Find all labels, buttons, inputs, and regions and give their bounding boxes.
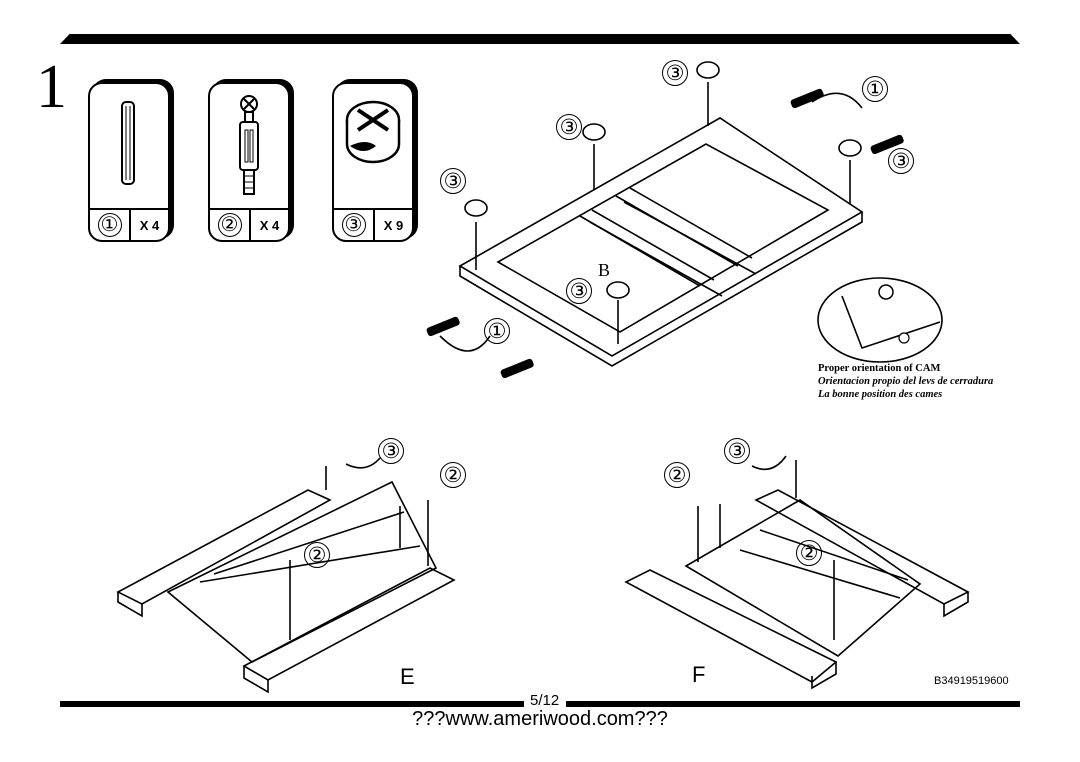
part-qty: X 9 (383, 217, 404, 233)
cam-note-fr: La bonne position des cames (818, 389, 943, 400)
callout-cam: ③ (378, 438, 404, 464)
callout-cam: ③ (724, 438, 750, 464)
part-qty: X 4 (259, 217, 280, 233)
assembly-label-f: F (692, 662, 706, 687)
label-b: B (598, 260, 611, 280)
callout-bolt: ② (664, 462, 690, 488)
cam-note-es: Orientacion propio del levs de cerradura (818, 376, 994, 387)
callout-bolt: ② (796, 540, 822, 566)
cam-bolt-icon (239, 95, 259, 195)
callout-cam: ③ (888, 148, 914, 174)
callout-bolt: ② (304, 542, 330, 568)
callout-dowel: ① (484, 318, 510, 344)
cam-note: Proper orientation of CAM Orientacion pr… (818, 362, 993, 401)
step-number: 1 (36, 53, 67, 121)
website: ???www.ameriwood.com??? (412, 708, 668, 730)
part-id: ③ (341, 213, 366, 237)
callout-dowel: ① (862, 76, 888, 102)
part-id: ② (217, 213, 242, 237)
part-box-cam: ③ X 9 (332, 82, 414, 242)
cam-note-en: Proper orientation of CAM (818, 363, 941, 374)
callout-bolt: ② (440, 462, 466, 488)
callout-cam: ③ (662, 60, 688, 86)
page-number: 5/12 (527, 693, 563, 709)
part-code: B34919519600 (934, 675, 1009, 687)
dowel-icon (121, 101, 135, 185)
bottom-rule-right (566, 701, 1020, 707)
part-qty: X 4 (139, 217, 160, 233)
cam-lock-icon (345, 100, 401, 164)
part-id: ① (97, 213, 122, 237)
part-box-bolt: ② X 4 (208, 82, 290, 242)
callout-cam: ③ (556, 114, 582, 140)
bottom-rule-left (60, 701, 524, 707)
top-rule (60, 34, 1020, 44)
part-box-dowel: ① X 4 (88, 82, 170, 242)
callout-cam: ③ (440, 168, 466, 194)
assembly-label-e: E (400, 664, 415, 689)
callout-cam: ③ (566, 278, 592, 304)
